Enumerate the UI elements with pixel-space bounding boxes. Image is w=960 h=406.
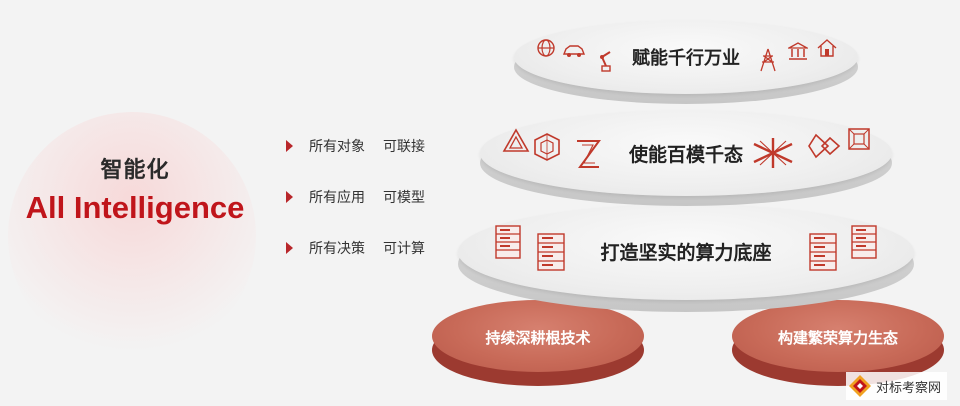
bullet-item-decisions: 所有决策 可计算 [286, 236, 425, 260]
layer-bottom-label: 打造坚实的算力底座 [600, 242, 772, 264]
bullet-item-applications: 所有应用 可模型 [286, 185, 425, 209]
bullet-list: 所有对象 可联接 所有应用 可模型 所有决策 可计算 [286, 134, 425, 287]
base-disc-right: 构建繁荣算力生态 [732, 300, 944, 386]
bullet-subject: 所有对象 [309, 139, 365, 155]
base-disc-left: 持续深耕根技术 [432, 300, 644, 386]
server-rack-icon [536, 232, 566, 272]
cube-frame-icon [846, 126, 872, 152]
layer-top-label: 赋能千行万业 [632, 48, 740, 69]
power-tower-icon [758, 48, 778, 72]
bullet-predicate: 可联接 [383, 139, 425, 155]
server-rack-icon [850, 224, 878, 260]
watermark-logo-icon [848, 374, 872, 398]
bullet-predicate: 可计算 [383, 241, 425, 257]
server-rack-icon [808, 232, 838, 272]
home-icon [816, 38, 838, 58]
cube-triangle-icon [502, 128, 530, 154]
layer-middle-label: 使能百模千态 [628, 144, 743, 166]
cube-rings-icon [806, 132, 842, 160]
layer-disc-bottom: 打造坚实的算力底座 [458, 204, 914, 314]
bullet-subject: 所有决策 [309, 241, 365, 257]
triangle-bullet-icon [286, 140, 293, 152]
robot-arm-icon [596, 48, 616, 72]
base-right-label: 构建繁荣算力生态 [777, 329, 898, 347]
bank-icon [788, 42, 808, 60]
layer-disc-top: 赋能千行万业 [514, 20, 858, 106]
cube-z-icon [574, 138, 602, 170]
bullet-predicate: 可模型 [383, 190, 425, 206]
hero-circle [8, 112, 256, 360]
cube-icon [532, 132, 562, 162]
watermark-text: 对标考察网 [876, 380, 942, 396]
triangle-bullet-icon [286, 191, 293, 203]
hero-subtitle: All Intelligence [25, 190, 245, 225]
bullet-item-objects: 所有对象 可联接 [286, 134, 425, 158]
car-icon [562, 44, 586, 58]
cube-cross-icon [752, 136, 794, 170]
triangle-bullet-icon [286, 242, 293, 254]
server-rack-icon [494, 224, 522, 260]
hero-title: 智能化 [100, 158, 170, 183]
base-left-label: 持续深耕根技术 [485, 329, 591, 347]
globe-icon [536, 38, 556, 58]
watermark: 对标考察网 [846, 372, 948, 400]
bullet-subject: 所有应用 [309, 190, 365, 206]
